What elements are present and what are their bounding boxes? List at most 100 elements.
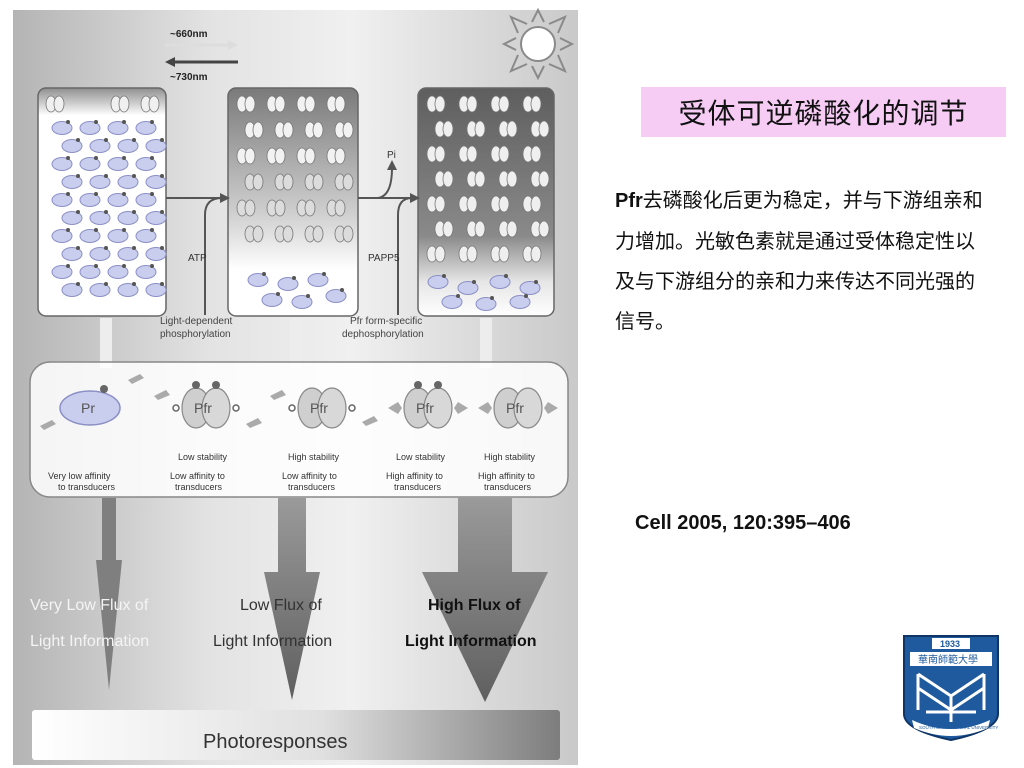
pfr-molecule <box>498 95 510 113</box>
pr-molecule <box>307 273 329 287</box>
pfr-molecule <box>530 95 542 113</box>
phosphate-dot <box>104 138 108 142</box>
form-pfr-2-label: Pfr <box>310 400 328 416</box>
phosphate-dot <box>104 246 108 250</box>
arrow-box2-box3-head <box>410 193 420 203</box>
dephosphorylation-label-2: dephosphorylation <box>342 329 424 340</box>
pfr-molecule <box>506 170 518 188</box>
pfr-molecule <box>530 145 542 163</box>
logo-name-box <box>910 652 992 666</box>
pr-molecule <box>51 265 73 279</box>
pfr-molecule <box>466 245 478 263</box>
pr-molecule <box>135 121 157 135</box>
pr-molecule <box>145 211 167 225</box>
pfr-molecule <box>474 170 486 188</box>
phosphate-dot <box>76 246 80 250</box>
logo-ribbon <box>912 720 990 736</box>
phosphate-dot <box>150 192 154 196</box>
pr-molecule <box>145 139 167 153</box>
pr-molecule <box>89 283 111 297</box>
pfr-molecule <box>282 225 294 243</box>
cell-box-high-light <box>417 87 555 317</box>
form-pfr-2: Pfr <box>270 387 378 429</box>
phosphate-dot <box>262 272 266 276</box>
pfr-molecule <box>53 95 65 113</box>
connector-2 <box>290 318 302 368</box>
phosphate-dot <box>94 264 98 268</box>
citation: Cell 2005, 120:395–406 <box>635 512 851 534</box>
pfr-molecule <box>312 121 324 139</box>
pfr-molecule <box>252 173 264 191</box>
phosphate-dot <box>76 174 80 178</box>
logo-year-box <box>932 638 970 649</box>
phosphate-dot <box>132 174 136 178</box>
form-pfr-1-stability: Low stability <box>178 452 228 462</box>
pfr-molecule <box>244 199 256 217</box>
flux-arrow-high <box>422 498 548 702</box>
phosphate-dot <box>66 120 70 124</box>
photoresponses-label: Photoresponses <box>203 731 348 753</box>
pr-molecule <box>475 297 497 311</box>
slide-paragraph: Pfr去磷酸化后更为稳定，并与下游组亲和力增加。光敏色素就是通过受体稳定性以及与… <box>615 180 985 341</box>
pfr-molecule <box>538 220 550 238</box>
phosphate-dot <box>276 292 280 296</box>
pr-molecule <box>117 139 139 153</box>
pr-molecule <box>79 265 101 279</box>
pfr-molecule <box>274 147 286 165</box>
pr-molecule <box>51 229 73 243</box>
logo-name-en: SOUTH CHINA NORMAL UNIVERSITY <box>919 725 998 730</box>
form-pfr-2-affinity-1: Low affinity to <box>282 471 337 481</box>
pfr-molecule <box>434 95 446 113</box>
phosphate-dot <box>524 294 528 298</box>
logo-year: 1933 <box>940 639 960 649</box>
phosphate-dot <box>160 246 164 250</box>
connector-1 <box>100 318 112 368</box>
pfr-molecule <box>466 145 478 163</box>
form-pfr-4-stability: High stability <box>484 452 536 462</box>
pfr-molecule <box>342 173 354 191</box>
flux-very-low-line2: Light Information <box>30 633 149 650</box>
pfr-molecule <box>498 145 510 163</box>
connector-3 <box>480 318 492 368</box>
pr-molecule <box>89 247 111 261</box>
arrow-box1-box2-head <box>220 193 230 203</box>
phosphate-dot <box>94 120 98 124</box>
papp5-label: PAPP5 <box>368 253 400 264</box>
phosphate-dot <box>76 210 80 214</box>
photoresponses-bar <box>32 710 560 760</box>
phosphate-dot <box>104 210 108 214</box>
pfr-molecule <box>118 95 130 113</box>
pfr-molecule <box>334 147 346 165</box>
phosphate-dot <box>160 138 164 142</box>
form-pfr-1: Pfr <box>154 381 262 429</box>
pi-label: Pi <box>387 150 396 161</box>
pfr-molecule <box>506 120 518 138</box>
phosphate-dot <box>122 120 126 124</box>
pr-molecule <box>135 229 157 243</box>
pr-molecule <box>107 229 129 243</box>
pr-molecule <box>145 247 167 261</box>
pfr-molecule <box>274 199 286 217</box>
pfr-molecule <box>498 195 510 213</box>
pfr-molecule <box>474 220 486 238</box>
pr-molecule <box>61 211 83 225</box>
form-pfr-3-label: Pfr <box>416 400 434 416</box>
cell-box-low-light <box>227 87 359 317</box>
pfr-molecule <box>538 170 550 188</box>
phytochrome-molecules <box>45 95 550 311</box>
pr-molecule <box>135 193 157 207</box>
form-pr-affinity-2: to transducers <box>58 482 116 492</box>
form-pfr-3: Pfr <box>388 381 468 429</box>
pr-molecule <box>247 273 269 287</box>
pfr-molecule <box>442 170 454 188</box>
logo-name-cn: 華南師範大學 <box>918 653 978 666</box>
form-pr: Pr <box>40 374 144 430</box>
pfr-molecule <box>474 120 486 138</box>
flux-very-low-line1: Very Low Flux of <box>30 597 149 614</box>
phosphate-dot <box>472 280 476 284</box>
arrow-730-head <box>165 57 175 67</box>
pr-molecule <box>89 175 111 189</box>
pfr-molecule <box>252 121 264 139</box>
flux-high-line2: Light Information <box>405 633 537 650</box>
phosphate-dot <box>160 282 164 286</box>
